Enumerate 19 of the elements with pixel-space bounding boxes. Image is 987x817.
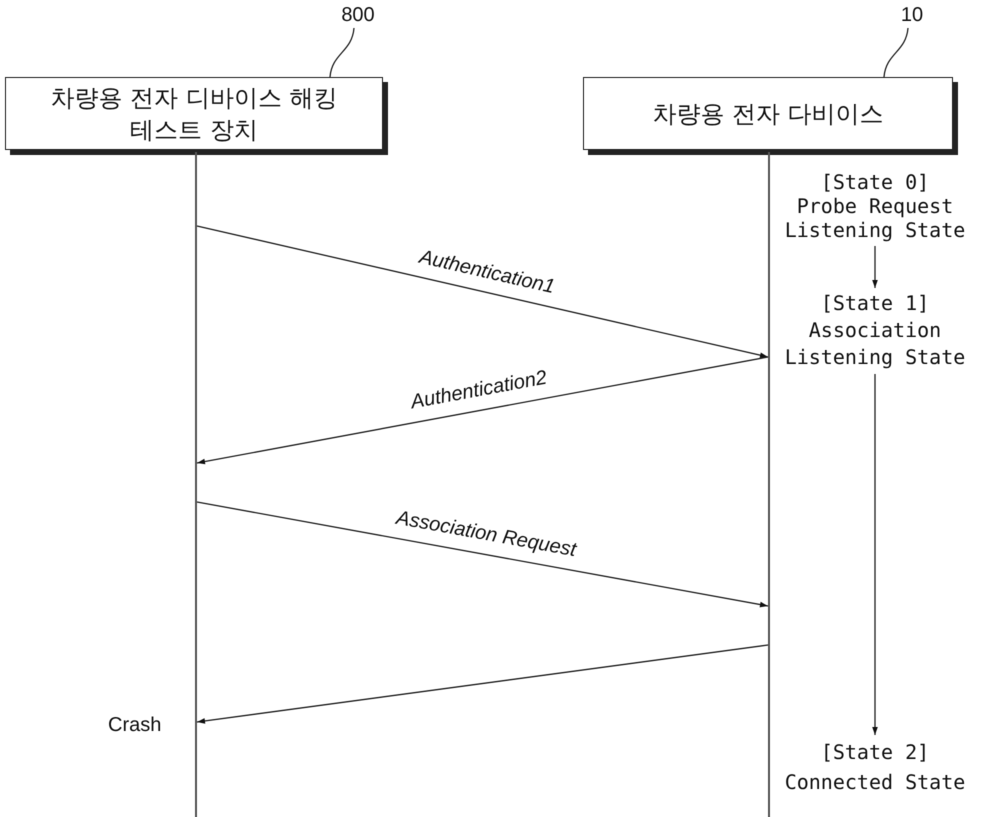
arrow xyxy=(196,644,768,724)
lifeline xyxy=(195,152,197,817)
state-heading: [State 1] xyxy=(820,290,930,317)
state-name: Probe Request Listening State xyxy=(784,194,966,242)
state-name: Connected State xyxy=(784,769,966,796)
state-name: Association Listening State xyxy=(784,317,966,371)
arrow xyxy=(872,246,878,288)
reference-number: 800 xyxy=(337,4,379,28)
note-text: Crash xyxy=(108,714,162,737)
leader-line xyxy=(883,28,909,78)
reference-number: 10 xyxy=(897,4,927,28)
arrow xyxy=(196,501,768,608)
lifeline xyxy=(768,152,770,817)
arrow xyxy=(196,225,768,358)
leader-line xyxy=(329,28,355,78)
arrow xyxy=(196,356,768,464)
arrow xyxy=(872,374,878,735)
state-heading: [State 2] xyxy=(820,739,930,766)
state-heading: [State 0] xyxy=(820,170,930,194)
